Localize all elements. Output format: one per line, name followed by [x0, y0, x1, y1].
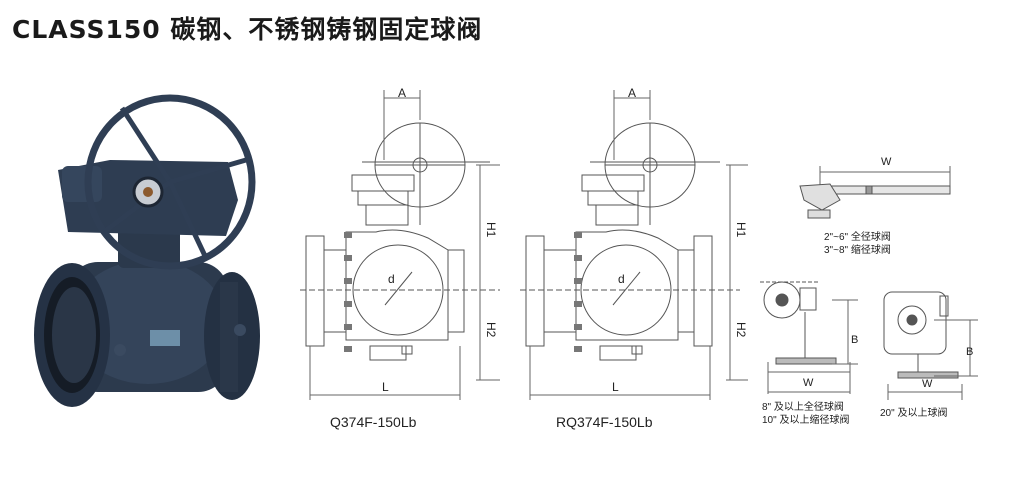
gear-large-drawing	[883, 291, 978, 400]
valve-drawing-rq374f	[520, 90, 748, 400]
model-label-rq374f: RQ374F-150Lb	[556, 414, 653, 430]
gear-large-dim-w-label: W	[922, 378, 933, 390]
gear-large-dim-b-label: B	[966, 346, 974, 358]
dim-h1-label-2: H1	[734, 222, 748, 238]
gear-small-dim-w-label: W	[803, 377, 814, 389]
dim-l-label-2: L	[612, 380, 619, 394]
gear-large-caption: 20" 及以上球阀	[880, 408, 948, 419]
gear-small-drawing	[760, 281, 858, 394]
dim-d-label-2: d	[618, 272, 625, 286]
page-title: CLASS150 碳钢、不锈钢铸钢固定球阀	[12, 15, 483, 44]
dim-a-label-2: A	[628, 86, 637, 100]
lever-drawing	[799, 166, 951, 219]
dim-l-label: L	[382, 380, 389, 394]
gear-small-caption-1: 8" 及以上全径球阀	[762, 402, 844, 413]
gear-small-dim-b-label: B	[851, 334, 859, 346]
dim-a-label: A	[398, 86, 407, 100]
dim-h2-label-2: H2	[734, 322, 748, 338]
gear-small-caption-2: 10" 及以上缩径球阀	[762, 415, 850, 426]
dim-d-label: d	[388, 272, 395, 286]
dim-h2-label: H2	[484, 322, 498, 338]
valve-drawing-q374f	[300, 90, 500, 400]
lever-caption-2: 3"~8" 缩径球阀	[824, 245, 891, 256]
valve-photo	[34, 94, 260, 407]
model-label-q374f: Q374F-150Lb	[330, 414, 417, 430]
lever-caption-1: 2"~6" 全径球阀	[824, 232, 891, 243]
dim-h1-label: H1	[484, 222, 498, 238]
lever-dim-w-label: W	[881, 156, 892, 168]
